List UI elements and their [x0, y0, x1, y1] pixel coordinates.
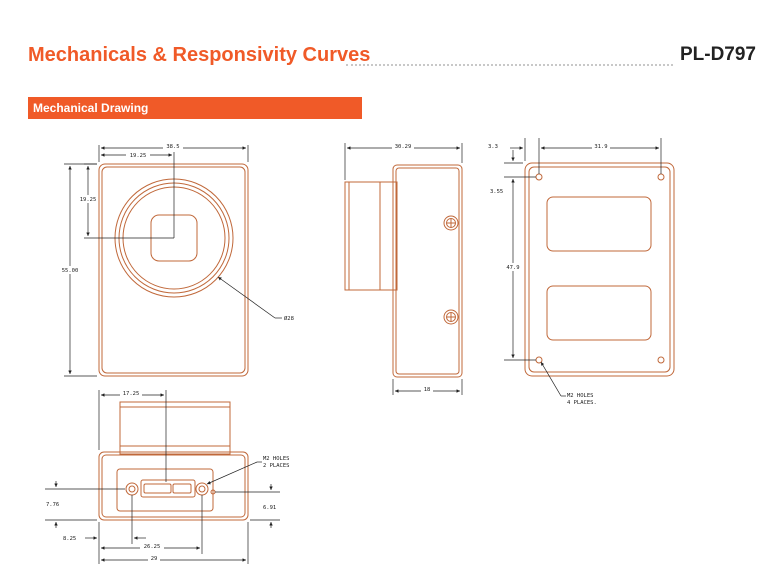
- dotted-leader: [346, 50, 673, 66]
- back-dim-offset-x: 3.3: [488, 144, 498, 150]
- back-holes-label-1: M2 HOLES: [567, 393, 594, 399]
- bottom-dim-right-height: 6.91: [263, 505, 276, 511]
- back-body-outline: [524, 162, 675, 377]
- bottom-connector-port: [140, 479, 196, 498]
- back-label-bottom: [546, 285, 652, 341]
- side-body-outline: [392, 164, 463, 378]
- front-dim-height: 55.00: [62, 268, 79, 274]
- front-dim-width: 38.5: [166, 144, 179, 150]
- front-dim-center-x: 19.25: [130, 153, 147, 159]
- side-view: 30.29 18: [344, 142, 463, 395]
- bottom-hole-left: [125, 482, 139, 496]
- model-number: PL-D797: [679, 44, 756, 65]
- bottom-dim-left-height: 7.76: [46, 502, 59, 508]
- bottom-holes-label-2: 2 PLACES: [263, 463, 290, 469]
- back-dim-hole-spacing-x: 31.9: [594, 144, 607, 150]
- section-bar: Mechanical Drawing: [28, 97, 362, 119]
- back-hole-br: [657, 356, 665, 364]
- bottom-dim-left-hole: 8.25: [63, 536, 76, 542]
- bottom-dim-right-hole: 26.25: [144, 544, 161, 550]
- back-hole-tr: [657, 173, 665, 181]
- bottom-body-outline: [98, 451, 249, 521]
- bottom-holes-label-1: M2 HOLES: [263, 456, 290, 462]
- side-screw-top: [443, 215, 459, 231]
- bottom-lens-mount: [119, 401, 231, 455]
- back-holes-label-2: 4 PLACES.: [567, 400, 597, 406]
- bottom-view: 17.25 M2 HOLES 2 PLACES 7.76 6.91 8.25 2…: [45, 389, 290, 564]
- bottom-hole-right: [195, 482, 209, 496]
- page-title: Mechanicals & Responsivity Curves: [28, 44, 371, 66]
- section-label: Mechanical Drawing: [33, 101, 149, 115]
- front-body-outline: [98, 163, 249, 377]
- page-header: Mechanicals & Responsivity Curves PL-D79…: [28, 40, 756, 70]
- back-view: 3.3 31.9 3.55 47.9 M2 HOLES 4 PLACES.: [488, 138, 675, 406]
- back-dim-hole-spacing-y: 47.9: [506, 265, 519, 271]
- back-body-inner: [528, 166, 671, 373]
- back-hole-tl: [535, 173, 543, 181]
- front-dim-center-y: 19.25: [80, 197, 97, 203]
- side-dim-top: 30.29: [395, 144, 412, 150]
- side-screw-bottom: [443, 309, 459, 325]
- front-view: 38.5 19.25 19.25 55.00 Ø28: [59, 142, 294, 377]
- bottom-dim-top: 17.25: [123, 391, 140, 397]
- bottom-connector-panel: [116, 468, 214, 512]
- back-dim-offset-y: 3.55: [490, 189, 503, 195]
- back-label-top: [546, 196, 652, 252]
- side-dim-bottom: 18: [424, 387, 431, 393]
- bottom-dim-total: 29: [151, 556, 158, 562]
- side-body-inner: [395, 167, 460, 375]
- front-body-inner: [101, 166, 246, 374]
- side-lens-mount: [344, 181, 398, 291]
- bottom-body-inner: [101, 454, 246, 518]
- front-dim-diameter: Ø28: [284, 315, 294, 322]
